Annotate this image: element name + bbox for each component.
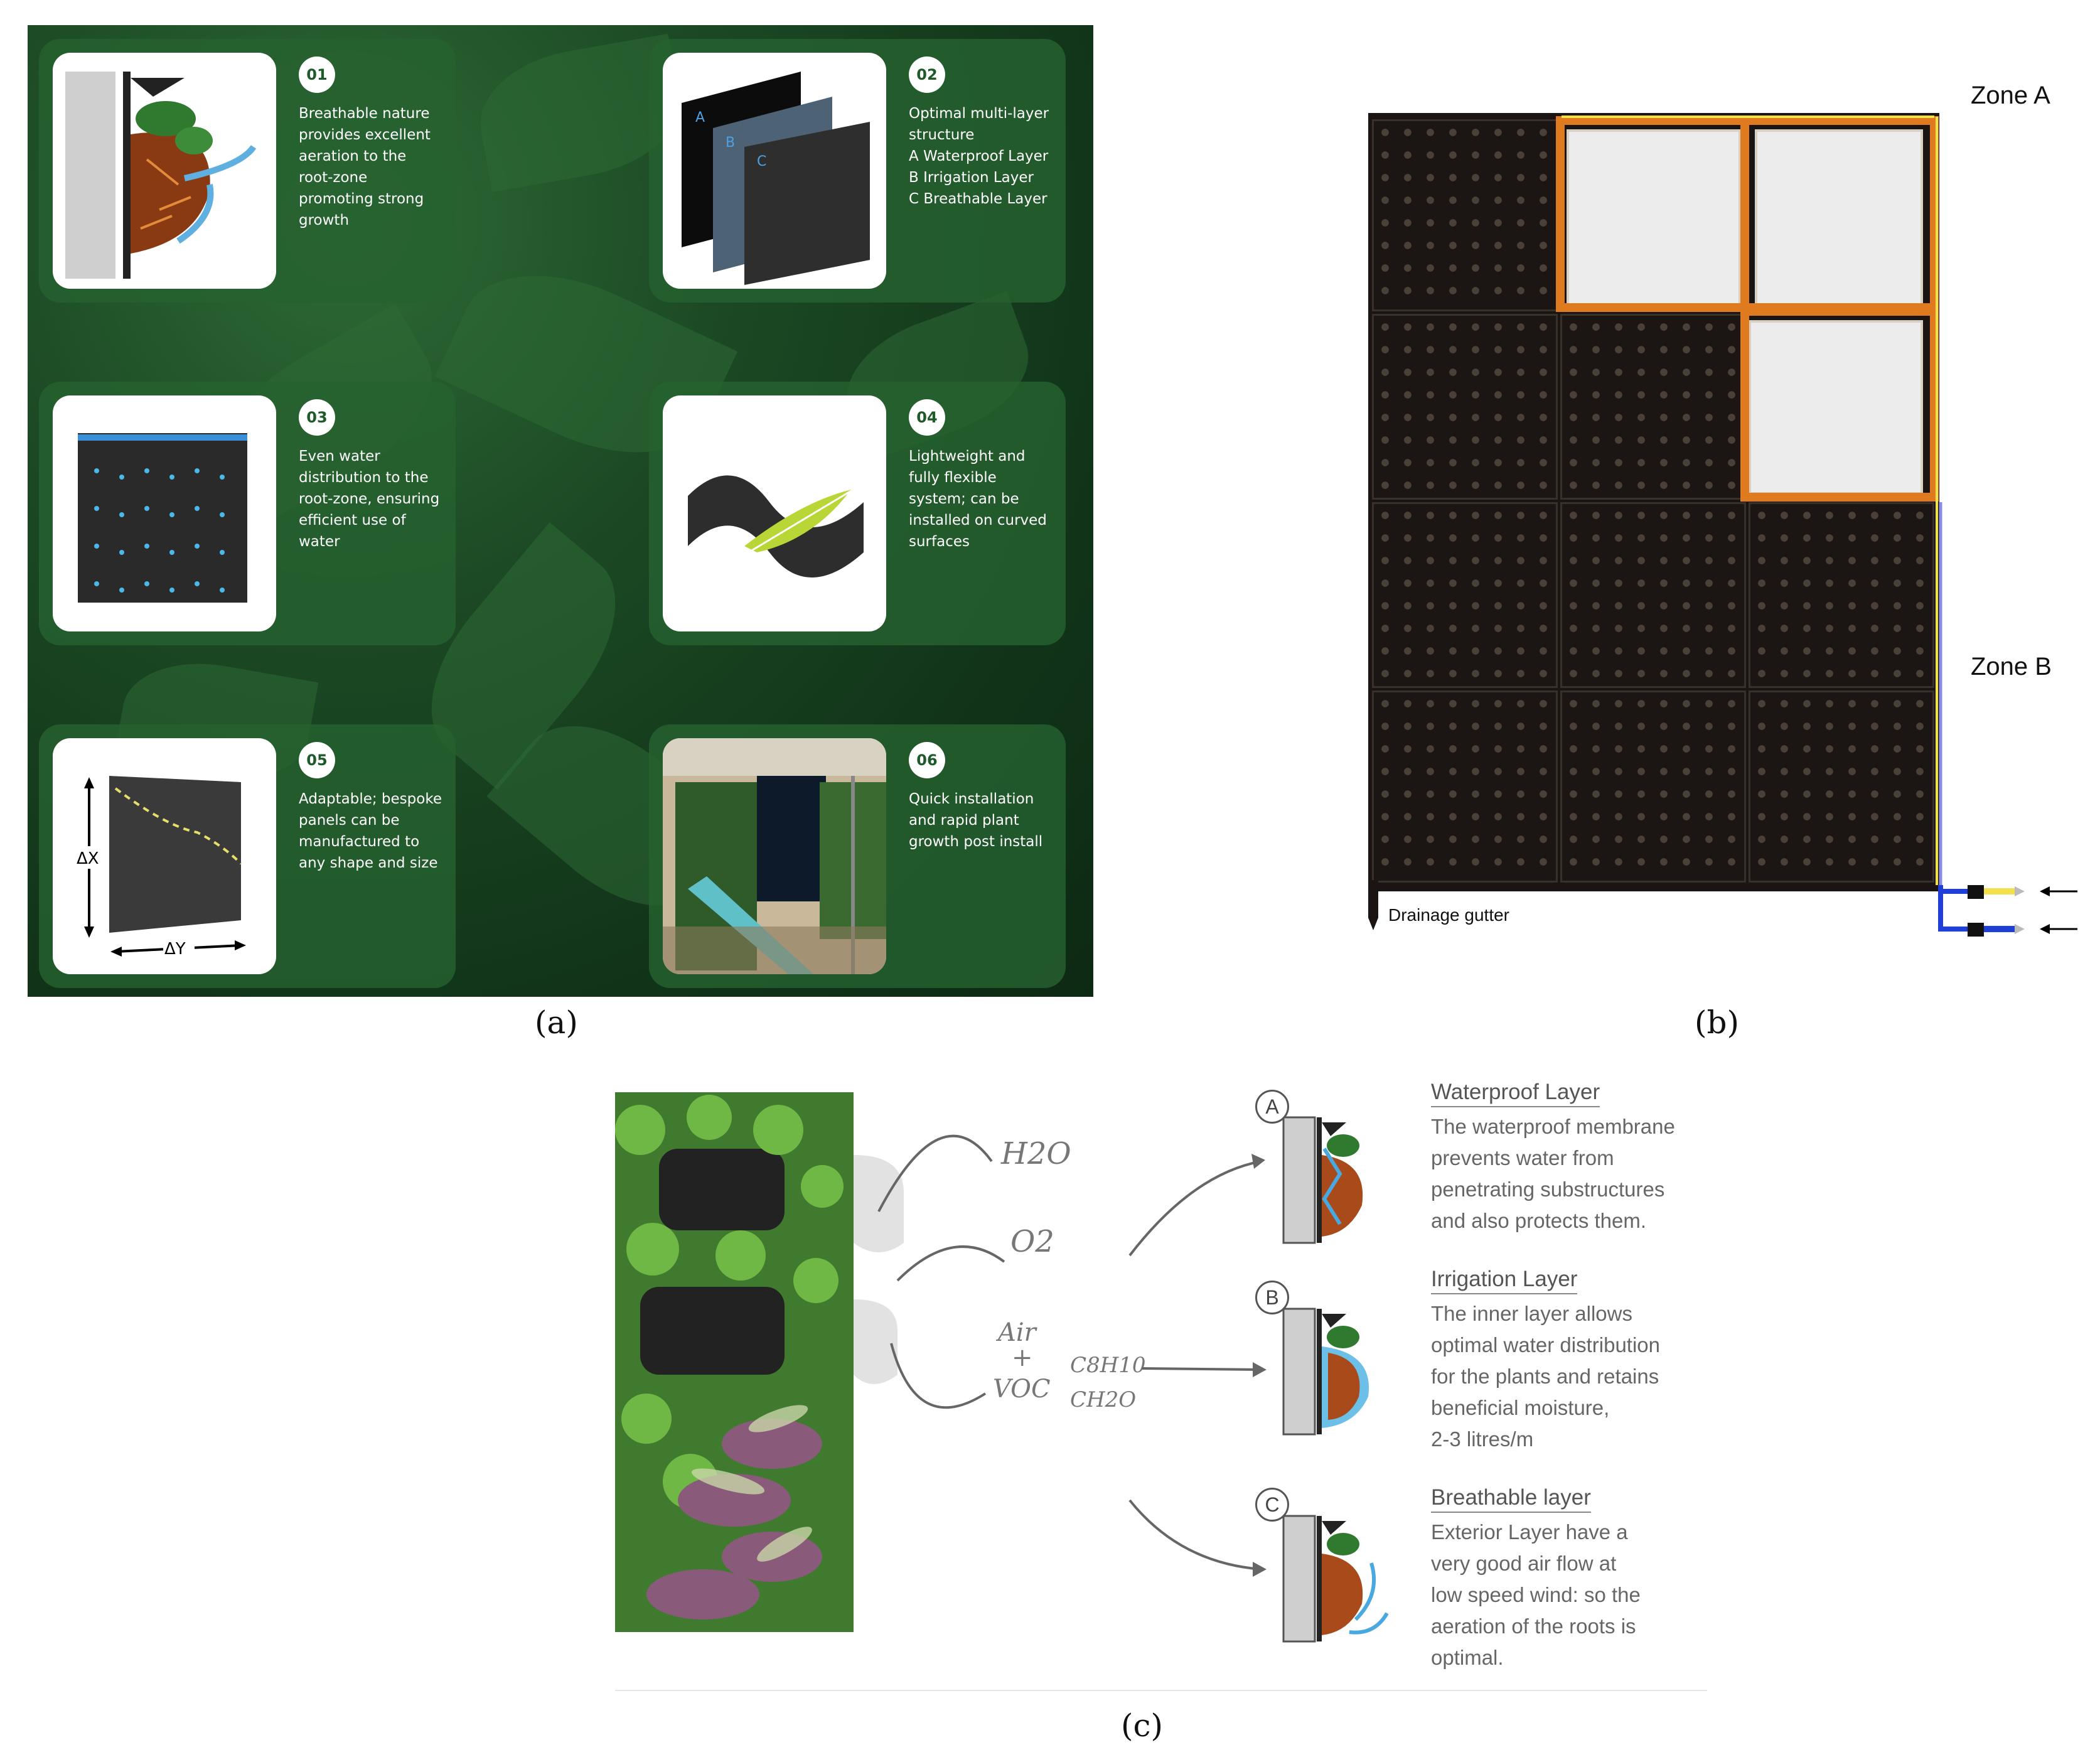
installation-photo <box>663 738 886 974</box>
feature-card-05: ΔX ΔY 05 Adaptable; bespoke panels can b… <box>39 724 456 988</box>
card-description: Breathable nature provides excellent aer… <box>299 105 431 228</box>
feature-card-04: 04 Lightweight and fully flexible system… <box>649 382 1066 645</box>
h2o-annotation: H2O <box>1001 1136 1071 1171</box>
planter-tile <box>1372 314 1558 500</box>
caption-a: (a) <box>535 1004 578 1041</box>
card-description: Optimal multi-layer structure A Waterpro… <box>909 105 1049 207</box>
layers-illustration: A B C <box>663 53 886 289</box>
layer-a-description: The waterproof membrane prevents water f… <box>1431 1115 1675 1232</box>
caption-b: (b) <box>1695 1004 1740 1041</box>
empty-tile <box>1567 129 1741 306</box>
panel-b-zone-diagram: Zone A Zone B Drainage gutter <box>1349 75 2084 954</box>
layer-b-marker: B <box>1255 1281 1289 1314</box>
layer-a-letter: A <box>695 110 705 126</box>
zone-a-pipework <box>1368 115 2077 937</box>
panel-a-infographic: 01 Breathable nature provides excellent … <box>28 25 1093 997</box>
c8h10-annotation: C8H10 <box>1070 1353 1146 1378</box>
card-description: Even water distribution to the root-zone… <box>299 448 440 550</box>
layer-c-marker: C <box>1255 1488 1289 1522</box>
feature-card-03: 03 Even water distribution to the root-z… <box>39 382 456 645</box>
bespoke-panel-illustration: ΔX ΔY <box>53 738 276 974</box>
air-annotation: Air <box>998 1318 1036 1347</box>
layer-a-title: Waterproof Layer <box>1431 1080 1600 1107</box>
divider <box>615 1690 1707 1691</box>
card-description: Lightweight and fully flexible system; c… <box>909 448 1047 550</box>
breathable-illustration <box>53 53 276 289</box>
card-number: 05 <box>299 742 335 778</box>
layer-b-description: The inner layer allows optimal water dis… <box>1431 1302 1660 1451</box>
o2-annotation: O2 <box>1010 1224 1054 1259</box>
empty-tile <box>1749 320 1923 495</box>
layer-b-title: Irrigation Layer <box>1431 1267 1578 1294</box>
zone-b-label: Zone B <box>1971 653 2052 680</box>
planter-tile <box>1372 119 1558 311</box>
card-description: Adaptable; bespoke panels can be manufac… <box>299 791 442 871</box>
layer-c-title: Breathable layer <box>1431 1485 1591 1513</box>
feature-card-02: A B C 02 Optimal multi-layer structure A… <box>649 39 1066 303</box>
feature-card-06: 06 Quick installation and rapid plant gr… <box>649 724 1066 988</box>
ch2o-annotation: CH2O <box>1070 1387 1137 1412</box>
layer-b-letter: B <box>726 135 735 151</box>
planter-tile <box>1749 690 1934 883</box>
card-number: 02 <box>909 56 945 93</box>
card-number: 04 <box>909 399 945 436</box>
panel-c-layer-diagram: H2O O2 Air + VOC C8H10 CH2O <box>603 1067 1720 1701</box>
card-number: 01 <box>299 56 335 93</box>
water-distribution-illustration <box>53 395 276 631</box>
zone-a-label: Zone A <box>1971 82 2050 109</box>
flexible-panel-illustration <box>663 395 886 631</box>
card-number: 06 <box>909 742 945 778</box>
planter-tile <box>1372 690 1558 883</box>
dimension-x-label: ΔX <box>77 849 99 868</box>
voc-annotation: VOC <box>993 1375 1051 1404</box>
layer-a-marker: A <box>1255 1090 1289 1124</box>
planter-tile <box>1372 502 1558 688</box>
plus-annotation: + <box>1012 1343 1033 1372</box>
flow-arrows <box>877 1116 1389 1643</box>
dimension-y-label: ΔY <box>164 940 186 959</box>
caption-c: (c) <box>1121 1707 1164 1744</box>
planter-tile <box>1560 502 1746 688</box>
layer-c-letter: C <box>757 154 766 169</box>
layer-c-description: Exterior Layer have a very good air flow… <box>1431 1520 1641 1669</box>
planter-tile <box>1749 502 1934 688</box>
green-wall-photo <box>615 1092 904 1632</box>
planter-tile <box>1560 690 1746 883</box>
card-number: 03 <box>299 399 335 436</box>
card-description: Quick installation and rapid plant growt… <box>909 791 1043 850</box>
empty-tile <box>1755 129 1923 306</box>
drainage-gutter-label: Drainage gutter <box>1388 905 1510 925</box>
feature-card-01: 01 Breathable nature provides excellent … <box>39 39 456 303</box>
planter-tile <box>1560 314 1746 500</box>
